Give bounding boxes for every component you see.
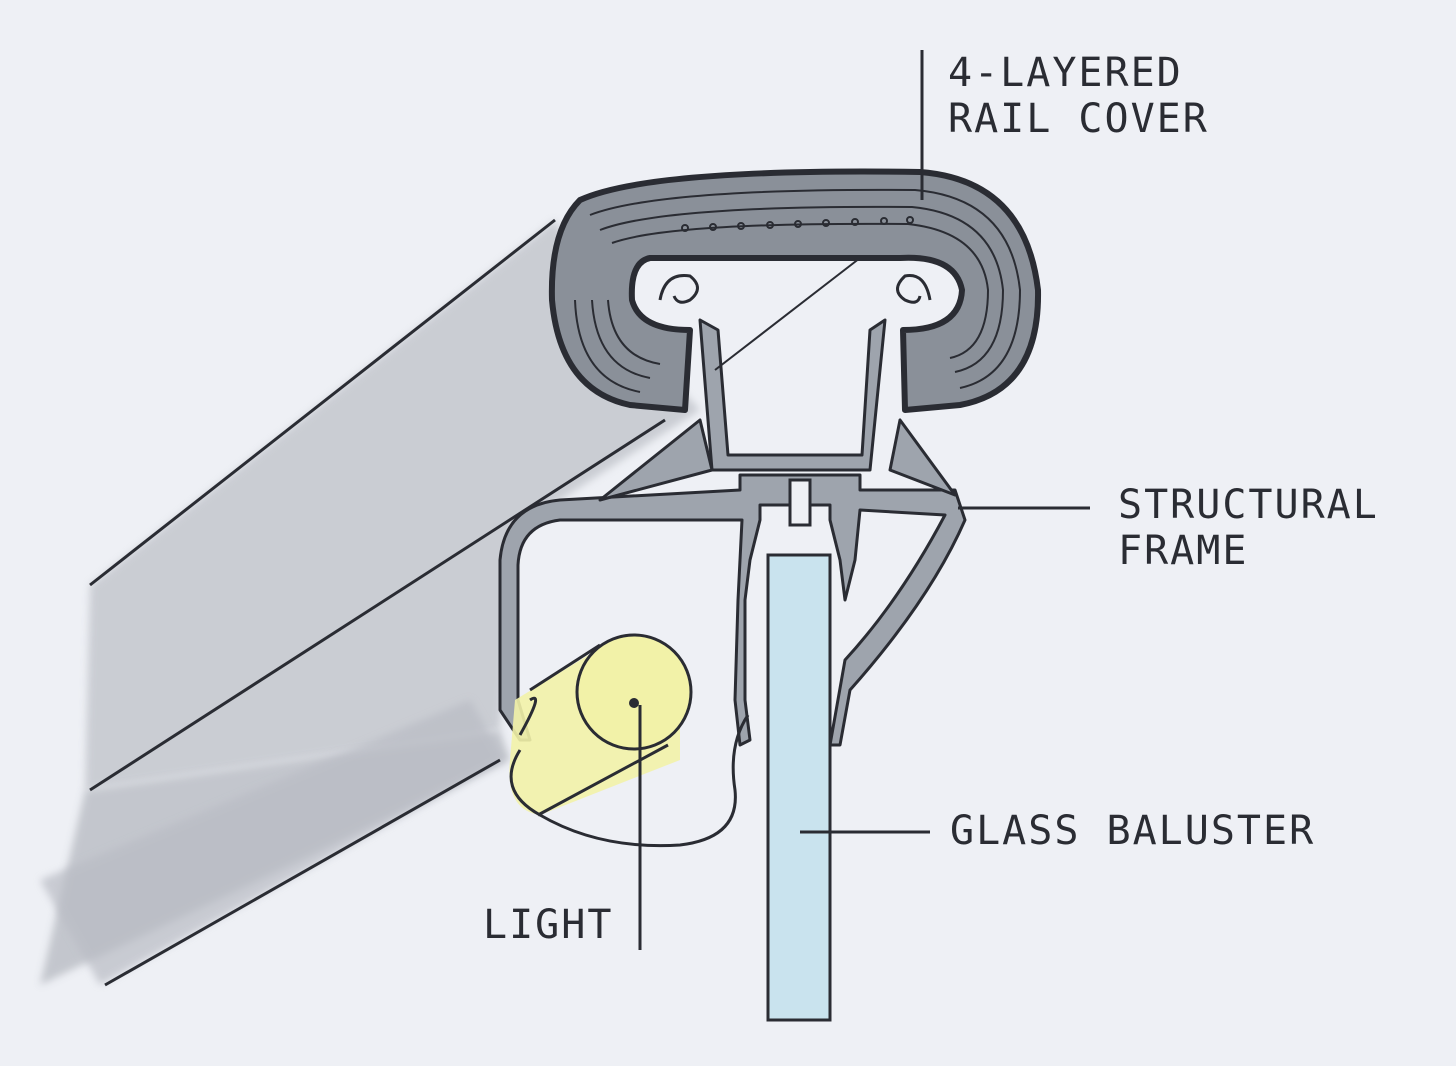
glass-baluster: [766, 553, 832, 1022]
structural-frame-label-line1: STRUCTURAL: [1118, 482, 1379, 528]
structural-frame-label-line2: FRAME: [1118, 528, 1249, 574]
rail-cover-label-line2: RAIL COVER: [948, 96, 1209, 142]
rail-cover-label-line1: 4-LAYERED: [948, 50, 1183, 96]
light-label: LIGHT: [483, 902, 614, 948]
leader-lines: [638, 50, 1090, 950]
rail-cover: [548, 168, 1042, 413]
rail-extrusion: [40, 218, 700, 987]
glass-baluster-label: GLASS BALUSTER: [950, 808, 1316, 854]
structural-frame-label: STRUCTURAL FRAME: [1118, 482, 1379, 574]
light-fixture: [509, 633, 750, 848]
structural-frame: [498, 257, 967, 747]
rail-cover-label: 4-LAYERED RAIL COVER: [948, 50, 1209, 142]
